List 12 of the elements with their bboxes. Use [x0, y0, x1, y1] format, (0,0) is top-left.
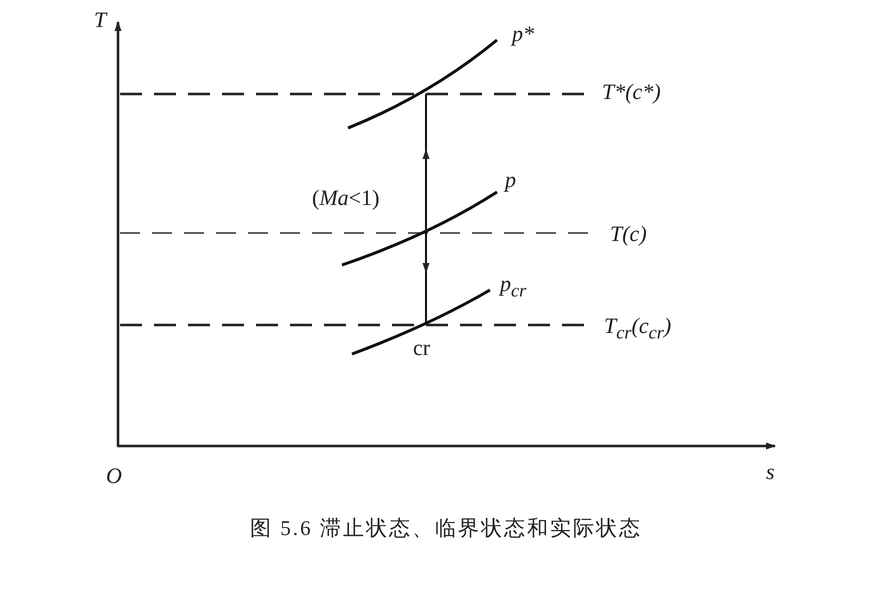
state-label: T*(c*)	[602, 80, 661, 104]
state-label: cr	[413, 336, 430, 360]
curve-label: p*	[512, 22, 534, 46]
state-label: (Ma<1)	[312, 186, 380, 210]
state-label: T(c)	[610, 222, 647, 246]
axis-label: O	[106, 464, 122, 488]
state-label: T$_{cr}$(c$_{cr}$)	[604, 314, 672, 344]
axis-label: s	[766, 460, 775, 484]
axis-label: T	[94, 8, 106, 32]
curve-label: p	[505, 168, 516, 192]
curve-label: p$_{cr}$	[500, 272, 526, 302]
caption: 图 5.6 滞止状态、临界状态和实际状态	[250, 515, 642, 542]
